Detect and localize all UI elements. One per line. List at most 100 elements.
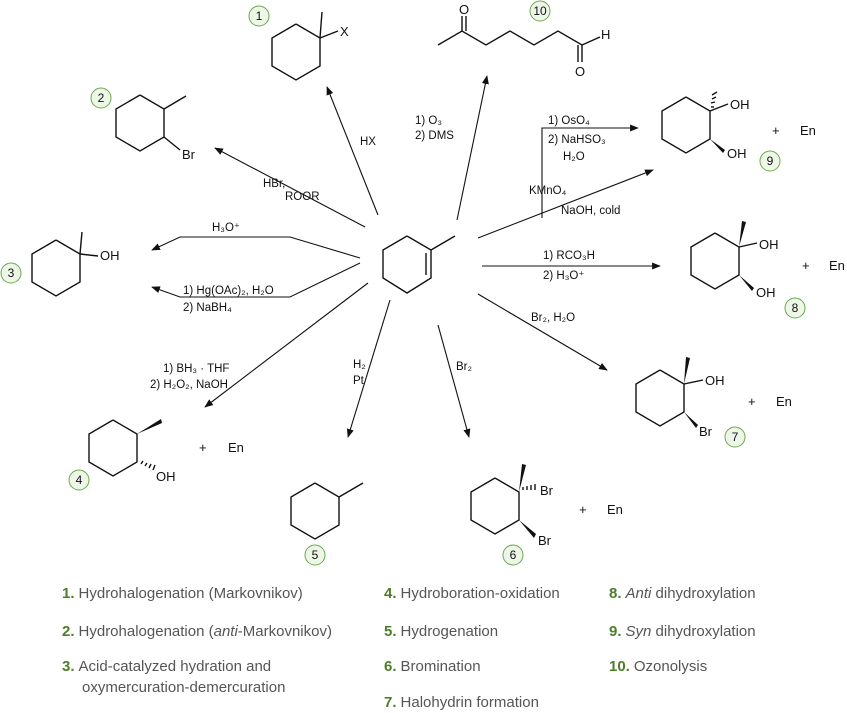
- svg-text:9: 9: [767, 154, 774, 168]
- svg-text:3: 3: [8, 266, 15, 280]
- badge-3: 3: [0, 262, 22, 284]
- cond-hbr-1: HBr,: [263, 178, 285, 190]
- atom-br-2: Br: [182, 147, 196, 162]
- cond-br2-h2o: Br₂, H₂O: [531, 312, 575, 324]
- cond-pt: Pt: [353, 375, 365, 387]
- reaction-conditions: HX HBr, ROOR H₃O⁺ 1) Hg(OAc)₂, H₂O 2) Na…: [150, 115, 620, 391]
- atom-oh-7: OH: [705, 373, 725, 388]
- atom-oh-8a: OH: [759, 237, 779, 252]
- cond-o3-2: 2) DMS: [415, 130, 454, 142]
- product-4: OH: [88, 419, 176, 484]
- atom-x: X: [340, 24, 349, 39]
- svg-text:7: 7: [732, 430, 739, 444]
- cond-rco3h-2: 2) H₃O⁺: [543, 270, 584, 282]
- cond-bh3-2: 2) H₂O₂, NaOH: [150, 379, 228, 391]
- legend-item-1: 1.Hydrohalogenation (Markovnikov): [62, 585, 303, 602]
- atom-br-6a: Br: [540, 483, 554, 498]
- cond-oso4-2: 2) NaHSO₃: [548, 134, 606, 146]
- arrow-to-1: [326, 86, 379, 216]
- product-7: OH Br: [635, 357, 725, 439]
- badge-1: 1: [248, 5, 270, 27]
- product-10: O O H: [437, 2, 610, 79]
- legend-item-3: 3.Acid-catalyzed hydration and oxymercur…: [62, 658, 286, 696]
- en-7: En: [776, 394, 792, 409]
- arrow-to-3-hydration: [151, 236, 361, 259]
- arrow-to-6: [437, 324, 471, 438]
- legend-item-5: 5.Hydrogenation: [384, 623, 499, 640]
- product-3: OH: [31, 231, 120, 297]
- cond-kmno4-2: NaOH, cold: [561, 205, 620, 217]
- arrow-to-5: [346, 299, 391, 438]
- cond-rco3h-1: 1) RCO₃H: [543, 250, 595, 262]
- badge-10: 10: [529, 0, 551, 22]
- badge-4: 4: [68, 469, 90, 491]
- cond-hx: HX: [360, 136, 376, 148]
- plus-7: +: [748, 394, 756, 409]
- legend-item-7: 7.Halohydrin formation: [384, 694, 539, 711]
- cond-oso4-3: H₂O: [563, 151, 585, 163]
- legend-item-8: 8.Anti dihydroxylation: [609, 585, 756, 602]
- svg-text:1: 1: [256, 9, 263, 23]
- svg-text:8: 8: [792, 301, 799, 315]
- badge-8: 8: [784, 297, 806, 319]
- legend-item-9: 9.Syn dihydroxylation: [609, 623, 756, 640]
- starting-alkene: [382, 235, 456, 294]
- legend-item-2: 2.Hydrohalogenation (anti-Markovnikov): [62, 623, 332, 640]
- cond-oso4-1: 1) OsO₄: [548, 115, 590, 127]
- cond-h2: H₂: [353, 359, 366, 371]
- atom-oh-4: OH: [156, 469, 176, 484]
- legend-item-10: 10.Ozonolysis: [609, 658, 708, 675]
- atom-o-10a: O: [459, 2, 469, 17]
- cond-kmno4-1: KMnO₄: [529, 185, 567, 197]
- svg-text:4: 4: [76, 473, 83, 487]
- atom-oh-8b: OH: [756, 285, 776, 300]
- atom-h-10: H: [601, 27, 610, 42]
- cond-h3o: H₃O⁺: [212, 222, 240, 234]
- arrow-to-10: [456, 75, 489, 221]
- svg-text:2: 2: [98, 91, 105, 105]
- badge-9: 9: [759, 150, 781, 172]
- plus-9: +: [772, 123, 780, 138]
- cond-hg-2: 2) NaBH₄: [183, 302, 232, 314]
- product-2: Br: [115, 94, 196, 162]
- atom-br-6b: Br: [538, 533, 552, 548]
- atom-o-10b: O: [575, 64, 585, 79]
- en-8: En: [829, 258, 845, 273]
- arrow-to-7: [477, 293, 608, 371]
- svg-text:6: 6: [510, 548, 517, 562]
- co-products: + En + En + En + En + En: [199, 123, 845, 517]
- product-number-badges: 1 2 3 4 5 6 7 8 9 10: [0, 0, 806, 566]
- atom-oh-9a: OH: [730, 97, 750, 112]
- product-1: X: [271, 11, 349, 81]
- legend-item-6: 6.Bromination: [384, 658, 481, 675]
- plus-6: +: [579, 502, 587, 517]
- product-5: [290, 482, 364, 540]
- en-9: En: [800, 123, 816, 138]
- arrow-to-3-oxymercuration: [151, 262, 361, 298]
- badge-6: 6: [502, 544, 524, 566]
- cond-hg-1: 1) Hg(OAc)₂, H₂O: [183, 285, 274, 297]
- cond-o3-1: 1) O₃: [415, 115, 442, 127]
- badge-2: 2: [90, 87, 112, 109]
- plus-4: +: [199, 440, 207, 455]
- badge-7: 7: [724, 426, 746, 448]
- arrow-to-9-oso4: [541, 124, 639, 218]
- cond-br2: Br₂: [456, 361, 472, 373]
- en-4: En: [228, 440, 244, 455]
- arrow-to-4: [204, 282, 369, 408]
- arrow-to-2: [214, 147, 366, 228]
- product-6: Br Br: [470, 464, 554, 548]
- product-8: OH OH: [690, 221, 779, 300]
- legend-item-4: 4.Hydroboration-oxidation: [384, 585, 560, 602]
- arrow-to-9-kmno4: [477, 169, 654, 239]
- en-6: En: [607, 502, 623, 517]
- reaction-arrows: [151, 75, 661, 438]
- plus-8: +: [802, 258, 810, 273]
- product-9: OH OH: [661, 91, 750, 161]
- cond-hbr-2: ROOR: [285, 191, 320, 203]
- svg-text:5: 5: [312, 548, 319, 562]
- atom-br-7: Br: [699, 424, 713, 439]
- cond-bh3-1: 1) BH₃ · THF: [163, 363, 229, 375]
